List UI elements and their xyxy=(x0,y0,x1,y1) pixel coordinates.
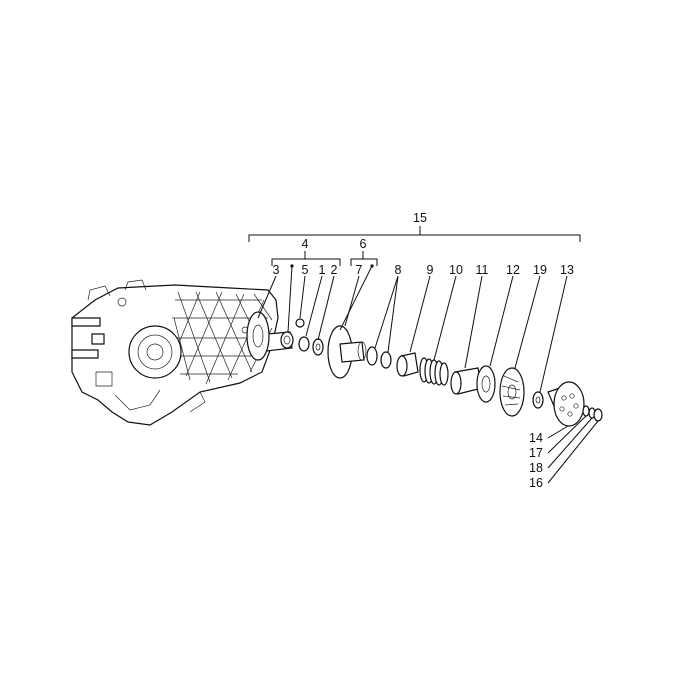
part-19-fan-plate xyxy=(499,367,525,417)
label-11: 11 xyxy=(476,263,489,277)
label-15: 15 xyxy=(413,211,427,225)
part-9-sleeve xyxy=(396,352,419,377)
bracket-6 xyxy=(350,251,378,266)
part-1-bushing xyxy=(280,331,294,349)
leader-lines xyxy=(257,264,599,484)
engine-casing xyxy=(71,279,279,426)
part-labels: 15 4 6 3 5 1 2 7 8 9 10 11 12 19 13 14 1… xyxy=(273,211,574,490)
part-2-ring xyxy=(298,336,310,352)
part-17-washer xyxy=(582,405,590,417)
bracket-4 xyxy=(271,251,341,266)
label-17: 17 xyxy=(529,446,543,460)
part-7-washer xyxy=(312,338,324,356)
label-1: 1 xyxy=(319,263,326,277)
bracket-15 xyxy=(248,226,581,242)
label-7: 7 xyxy=(356,263,363,277)
label-8: 8 xyxy=(395,263,402,277)
part-13-washer xyxy=(532,391,544,409)
part-16-nut xyxy=(593,408,603,422)
movable-pulley-half xyxy=(327,325,367,379)
label-16: 16 xyxy=(529,476,543,490)
label-2: 2 xyxy=(331,263,338,277)
label-9: 9 xyxy=(427,263,434,277)
part-5-bolt xyxy=(295,318,305,328)
part-12-clutch-shoes xyxy=(476,365,496,403)
part-8-o-rings xyxy=(366,346,392,369)
label-3: 3 xyxy=(273,263,280,277)
label-12: 12 xyxy=(506,263,520,277)
part-10-spring xyxy=(419,357,449,386)
label-4: 4 xyxy=(302,237,309,251)
part-14-clutch-bell xyxy=(547,381,585,427)
label-10: 10 xyxy=(449,263,463,277)
label-13: 13 xyxy=(560,263,574,277)
label-6: 6 xyxy=(360,237,367,251)
label-19: 19 xyxy=(533,263,547,277)
label-14: 14 xyxy=(529,431,543,445)
label-5: 5 xyxy=(302,263,309,277)
label-18: 18 xyxy=(529,461,543,475)
